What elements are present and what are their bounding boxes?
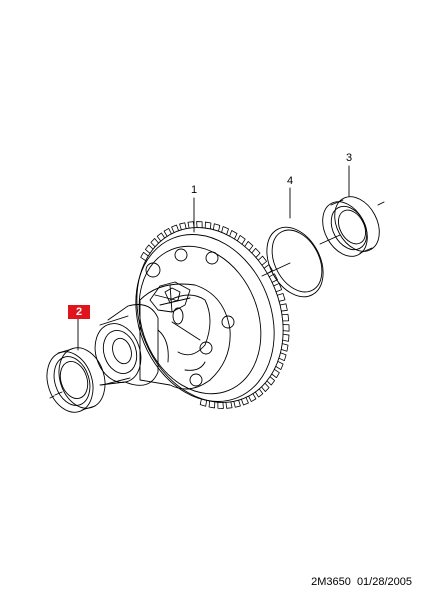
gear-tooth — [179, 222, 187, 231]
gear-tooth — [281, 313, 290, 322]
callout-part-1: 1 — [190, 184, 198, 196]
gear-tooth — [254, 388, 264, 398]
gear-tooth — [280, 343, 289, 352]
gear-tooth — [276, 293, 286, 302]
gear-tooth — [282, 333, 290, 342]
bearing-right — [319, 196, 385, 257]
gear-tooth — [257, 255, 268, 266]
gear-tooth — [236, 235, 246, 245]
gear-tooth — [278, 352, 287, 362]
gear-tooth — [279, 303, 288, 312]
ring-gear-teeth — [140, 221, 290, 409]
gear-tooth — [217, 401, 224, 409]
callout-part-4: 4 — [286, 175, 294, 187]
gear-tooth — [171, 224, 179, 233]
gear-tooth — [187, 221, 195, 229]
gear-tooth — [163, 228, 172, 237]
gear-tooth — [150, 238, 159, 248]
callout-part-3: 3 — [345, 152, 353, 164]
gear-tooth — [268, 273, 278, 283]
gear-tooth — [204, 221, 212, 230]
gear-tooth — [144, 244, 154, 254]
gear-tooth — [241, 397, 249, 406]
gear-tooth — [266, 376, 276, 386]
gear-tooth — [261, 382, 270, 392]
gear-tooth — [233, 399, 241, 408]
gear-tooth — [199, 398, 207, 407]
gear-tooth — [273, 283, 283, 293]
gear-tooth — [229, 230, 238, 240]
gear-tooth — [221, 226, 229, 235]
gear-tooth — [208, 400, 216, 409]
gear-tooth — [271, 368, 280, 379]
gear-tooth — [156, 232, 166, 242]
drawing-code-date: 2M3650 01/28/2005 — [311, 576, 412, 588]
shim-ring — [261, 226, 324, 298]
gear-tooth — [244, 241, 254, 251]
gear-tooth — [251, 247, 261, 258]
gear-tooth — [213, 223, 221, 232]
callout-part-2-highlighted[interactable]: 2 — [68, 305, 90, 319]
bearing-left — [46, 347, 106, 413]
gear-tooth — [248, 393, 257, 402]
gear-tooth — [196, 221, 203, 229]
gear-tooth — [275, 360, 284, 370]
gear-tooth — [140, 251, 149, 262]
gear-tooth — [225, 401, 233, 409]
gear-tooth — [263, 264, 273, 274]
gear-tooth — [282, 324, 290, 332]
